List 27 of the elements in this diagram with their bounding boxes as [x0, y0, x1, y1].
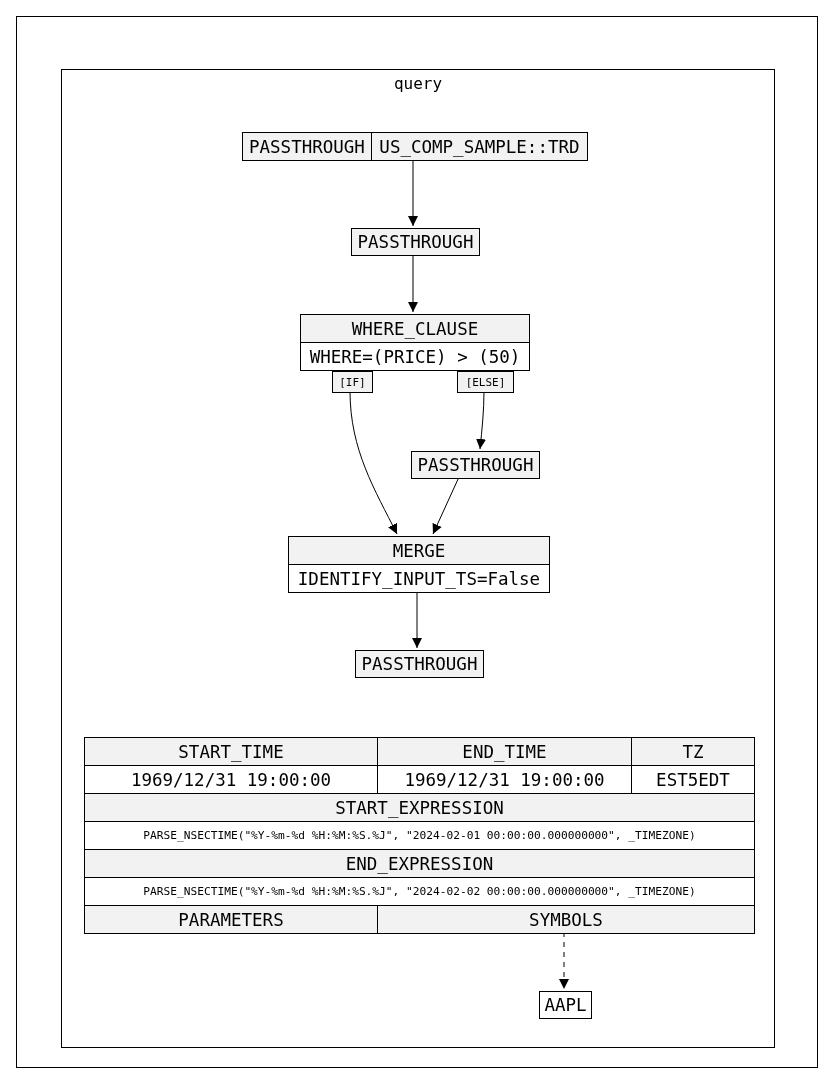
- table-header-cell: SYMBOLS: [378, 906, 754, 933]
- operator-box: [288, 536, 550, 593]
- table-header-cell: PARAMETERS: [85, 906, 377, 933]
- table-cell: EST5EDT: [632, 766, 754, 793]
- cluster-frame: [16, 16, 818, 1068]
- table-cell: PARSE_NSECTIME("%Y-%m-%d %H:%M:%S.%J", "2024-02-02 00:00:00.000000000", _TIMEZONE): [85, 878, 754, 905]
- table-cell: 1969/12/31 19:00:00: [378, 766, 631, 793]
- table-header-cell: START_EXPRESSION: [85, 794, 754, 821]
- operator-box: PASSTHROUGH: [351, 228, 480, 256]
- cluster-frame: [61, 69, 775, 1048]
- parameter-table: [84, 737, 755, 934]
- table-cell: PARSE_NSECTIME("%Y-%m-%d %H:%M:%S.%J", "2024-02-01 00:00:00.000000000", _TIMEZONE): [85, 822, 754, 849]
- operator-box: PASSTHROUGH: [411, 451, 540, 479]
- table-header-cell: END_TIME: [378, 738, 631, 765]
- operator-parameter: WHERE=(PRICE) > (50): [301, 342, 529, 370]
- table-header-cell: END_EXPRESSION: [85, 850, 754, 877]
- table-header-cell: START_TIME: [85, 738, 377, 765]
- operator-box: PASSTHROUGH: [355, 650, 484, 678]
- table-cell: 1969/12/31 19:00:00: [85, 766, 377, 793]
- operator-box: [242, 132, 588, 161]
- table-header-cell: TZ: [632, 738, 754, 765]
- port-label: [IF]: [332, 371, 373, 393]
- operator-parameter: IDENTIFY_INPUT_TS=False: [289, 564, 549, 592]
- operator-box: [300, 314, 530, 371]
- cluster-title: query: [392, 74, 444, 93]
- operator-box: AAPL: [539, 991, 592, 1019]
- port-label: [ELSE]: [457, 371, 514, 393]
